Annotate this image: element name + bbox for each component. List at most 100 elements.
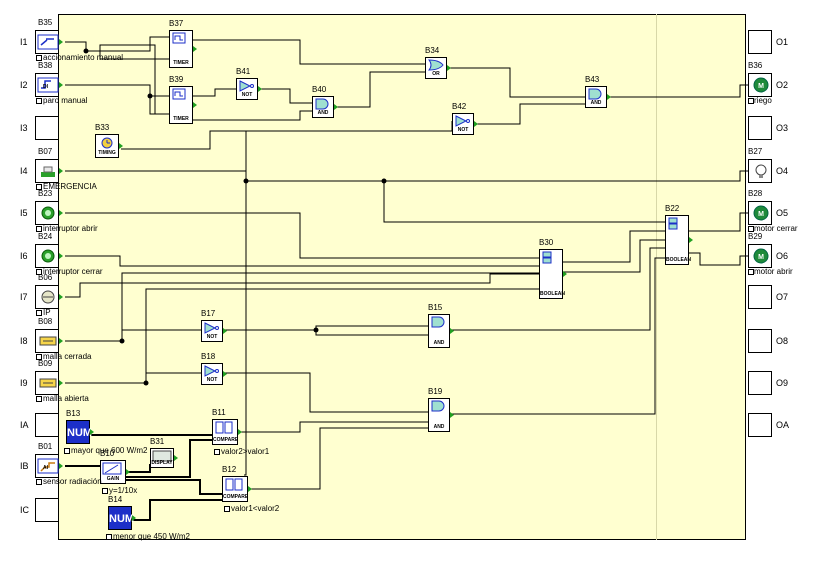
function-block-B18[interactable]: NOT bbox=[201, 363, 223, 385]
input-name-checkbox[interactable] bbox=[36, 396, 42, 402]
wire[interactable] bbox=[689, 212, 748, 232]
wire[interactable] bbox=[132, 499, 222, 521]
input-name-checkbox[interactable] bbox=[36, 354, 42, 360]
wire[interactable] bbox=[65, 255, 539, 267]
output-slot-O6[interactable]: M bbox=[748, 244, 772, 268]
input-name-checkbox[interactable] bbox=[36, 269, 42, 275]
input-name-I9: malla abierta bbox=[43, 394, 89, 403]
function-block-B12[interactable]: COMPARE bbox=[222, 476, 248, 502]
input-slot-IC[interactable] bbox=[35, 498, 59, 522]
input-slot-I9[interactable] bbox=[35, 371, 59, 395]
wire[interactable] bbox=[258, 88, 312, 104]
wire[interactable] bbox=[450, 247, 665, 331]
output-name-checkbox[interactable] bbox=[748, 269, 754, 275]
input-slot-I6[interactable] bbox=[35, 244, 59, 268]
wire[interactable] bbox=[86, 50, 169, 60]
block-name-checkbox-B10[interactable] bbox=[102, 488, 108, 494]
function-block-B15[interactable]: AND bbox=[428, 314, 450, 348]
input-name-checkbox[interactable] bbox=[36, 226, 42, 232]
wire[interactable] bbox=[126, 479, 222, 495]
input-name-checkbox[interactable] bbox=[36, 55, 42, 61]
output-slot-O7[interactable] bbox=[748, 285, 772, 309]
wire[interactable] bbox=[563, 239, 665, 273]
function-block-B17[interactable]: NOT bbox=[201, 320, 223, 342]
wire[interactable] bbox=[193, 110, 312, 121]
wire[interactable] bbox=[246, 170, 748, 182]
wire[interactable] bbox=[65, 36, 169, 52]
output-slot-OA[interactable] bbox=[748, 413, 772, 437]
num-block-B13[interactable]: NUM bbox=[66, 420, 92, 444]
function-block-B39[interactable]: TIMER bbox=[169, 86, 193, 124]
output-name-checkbox[interactable] bbox=[748, 226, 754, 232]
wire[interactable] bbox=[193, 39, 425, 65]
wire[interactable] bbox=[99, 44, 156, 114]
function-block-B22[interactable]: BOOLEAN bbox=[665, 215, 691, 265]
wire[interactable] bbox=[121, 121, 453, 150]
output-slot-O3[interactable] bbox=[748, 116, 772, 140]
wire[interactable] bbox=[474, 103, 585, 125]
wire[interactable] bbox=[447, 67, 585, 98]
wire[interactable] bbox=[65, 273, 539, 298]
function-block-B19[interactable]: AND bbox=[428, 398, 450, 432]
wire[interactable] bbox=[223, 372, 428, 413]
wire[interactable] bbox=[65, 131, 247, 172]
wire[interactable] bbox=[149, 85, 169, 115]
wire[interactable] bbox=[65, 84, 169, 97]
function-block-B11[interactable]: COMPARE bbox=[212, 419, 238, 445]
wire[interactable] bbox=[223, 325, 428, 331]
num-block-B14[interactable]: NUM bbox=[108, 506, 134, 530]
wire[interactable] bbox=[383, 181, 665, 223]
function-block-B37[interactable]: TIMER bbox=[169, 30, 193, 68]
gain-gate-icon bbox=[102, 462, 122, 475]
input-slot-I2[interactable]: DI bbox=[35, 73, 59, 97]
function-block-B43[interactable]: AND bbox=[585, 86, 607, 108]
wire[interactable] bbox=[450, 257, 665, 415]
input-slot-I3[interactable] bbox=[35, 116, 59, 140]
output-slot-O8[interactable] bbox=[748, 329, 772, 353]
input-slot-I4[interactable] bbox=[35, 159, 59, 183]
function-block-B40[interactable]: AND bbox=[312, 96, 334, 118]
wire[interactable] bbox=[563, 230, 665, 263]
function-block-B31[interactable]: DISPLAY bbox=[150, 448, 174, 468]
input-slot-IA[interactable] bbox=[35, 413, 59, 437]
input-slot-I1[interactable] bbox=[35, 30, 59, 54]
output-slot-O2[interactable]: M bbox=[748, 73, 772, 97]
input-slot-I7[interactable] bbox=[35, 285, 59, 309]
output-slot-O1[interactable] bbox=[748, 30, 772, 54]
function-block-B42[interactable]: NOT bbox=[452, 113, 474, 135]
function-block-B30[interactable]: BOOLEAN bbox=[539, 249, 565, 299]
wire[interactable] bbox=[65, 288, 539, 384]
block-name-checkbox-B14[interactable] bbox=[106, 534, 112, 540]
function-block-B34[interactable]: OR bbox=[425, 57, 447, 79]
and-gate-icon bbox=[588, 88, 602, 100]
input-slot-I5[interactable] bbox=[35, 201, 59, 225]
output-slot-O9[interactable] bbox=[748, 371, 772, 395]
input-name-checkbox[interactable] bbox=[36, 479, 42, 485]
wire[interactable] bbox=[248, 427, 428, 490]
wire[interactable] bbox=[238, 421, 428, 433]
function-block-B33[interactable]: TIMING bbox=[95, 134, 119, 158]
wire[interactable] bbox=[689, 252, 748, 266]
input-slot-IB[interactable]: AI bbox=[35, 454, 59, 478]
output-slot-O4[interactable] bbox=[748, 159, 772, 183]
input-name-checkbox[interactable] bbox=[36, 310, 42, 316]
block-name-checkbox-B12[interactable] bbox=[224, 506, 230, 512]
input-name-checkbox[interactable] bbox=[36, 98, 42, 104]
wire[interactable] bbox=[607, 84, 748, 98]
input-slot-I8[interactable] bbox=[35, 329, 59, 353]
output-name-checkbox[interactable] bbox=[748, 98, 754, 104]
wire[interactable] bbox=[126, 439, 212, 478]
wire[interactable] bbox=[65, 272, 539, 342]
wire[interactable] bbox=[193, 88, 236, 97]
wire[interactable] bbox=[334, 71, 425, 108]
wire[interactable] bbox=[65, 212, 539, 259]
wire[interactable] bbox=[244, 171, 247, 476]
wire[interactable] bbox=[315, 330, 428, 336]
block-name-checkbox-B13[interactable] bbox=[64, 448, 70, 454]
function-block-B41[interactable]: NOT bbox=[236, 78, 258, 100]
output-slot-O5[interactable]: M bbox=[748, 201, 772, 225]
function-block-B10[interactable]: GAIN bbox=[100, 460, 126, 484]
input-name-checkbox[interactable] bbox=[36, 184, 42, 190]
block-name-checkbox-B11[interactable] bbox=[214, 449, 220, 455]
